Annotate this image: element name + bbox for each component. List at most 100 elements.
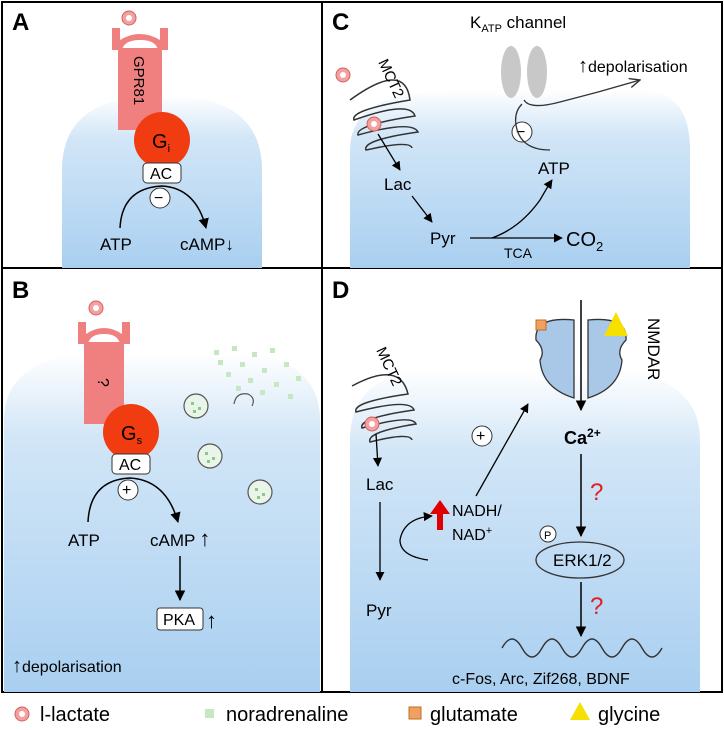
- atp-label-b: ATP: [68, 531, 100, 550]
- mct2-label-d: MCT2: [372, 345, 405, 389]
- gi-subscript: i: [168, 143, 170, 155]
- pka-up-arrow: ↑: [206, 608, 217, 633]
- receptor-question-label: ?: [94, 378, 111, 387]
- question-mark-2: ?: [590, 593, 603, 620]
- panel-c: C KATP channel ↑depolarisation − ATP MCT…: [332, 9, 690, 268]
- noradrenaline-legend-icon: [205, 709, 214, 718]
- nadh-cycle-arrow: [399, 512, 433, 561]
- panel-c-letter: C: [332, 9, 349, 36]
- mct2-transporter: [349, 79, 420, 151]
- ac-enzyme: [111, 453, 151, 475]
- panel-c-cell: [350, 90, 690, 268]
- panel-d-cell: [350, 370, 700, 692]
- svg-text:P: P: [544, 530, 551, 542]
- vesicle: [247, 479, 273, 505]
- camp-label-b: cAMP↑: [150, 526, 210, 551]
- pyr-label-c: Pyr: [430, 229, 456, 248]
- depolarisation-label-b: ↑depolarisation: [12, 655, 122, 677]
- stimulate-sign-d: [471, 425, 493, 447]
- katp-channel-right: [527, 46, 547, 98]
- svg-text:noradrenaline: noradrenaline: [226, 704, 348, 726]
- atp-label: ATP: [100, 235, 132, 254]
- inhibit-sign: [149, 187, 171, 209]
- mct2-to-lac-arrow: [377, 133, 401, 171]
- gi-label: G: [152, 131, 168, 153]
- gs-subscript: s: [137, 435, 143, 447]
- svg-text:−: −: [516, 124, 525, 141]
- svg-text:+: +: [122, 482, 131, 499]
- pka-box: [156, 607, 204, 631]
- lactate-molecule: [335, 67, 351, 83]
- nadh-to-nmdar-arrow: [475, 403, 529, 497]
- glutamate-legend-icon: [408, 706, 422, 720]
- depolarisation-label-c: ↑depolarisation: [578, 55, 688, 77]
- nad-label: NAD+: [452, 525, 492, 544]
- nadh-label: NADH/: [452, 503, 502, 520]
- erk-ellipse: [535, 541, 625, 579]
- atp-inhibit-line: [514, 103, 551, 151]
- lac-label-d: Lac: [366, 475, 394, 494]
- ac-label: AC: [150, 166, 172, 183]
- nadh-up-arrow: [430, 500, 450, 530]
- panel-a-letter: A: [12, 9, 29, 36]
- lactate-molecule: [121, 10, 137, 26]
- glycine-legend-icon: [570, 702, 590, 720]
- svg-text:−: −: [154, 190, 163, 207]
- vesicle: [183, 393, 209, 419]
- noradrenaline-cloud: [214, 346, 301, 399]
- nmdar-label: NMDAR: [644, 318, 663, 380]
- panel-b: B ? Gs AC + ATP cAMP↑ PKA ↑ ↑depolarisat…: [4, 277, 320, 692]
- question-mark-1: ?: [590, 479, 603, 506]
- mct2-transporter-d: [351, 373, 418, 443]
- legend-item-noradrenaline: noradrenaline: [205, 704, 348, 726]
- panel-a: A GPR81 Gi AC − ATP cAMP↓: [12, 9, 262, 268]
- tca-to-atp-arrow: [491, 179, 553, 239]
- svg-text:+: +: [476, 428, 485, 445]
- stimulate-sign: [117, 479, 139, 501]
- svg-text:glycine: glycine: [598, 704, 660, 726]
- lactate-molecule: [364, 416, 380, 432]
- lactate-legend-icon: [14, 706, 30, 722]
- lac-label-c: Lac: [384, 175, 412, 194]
- svg-text:Gs: Gs: [121, 423, 143, 447]
- genes-label: c-Fos, Arc, Zif268, BDNF: [452, 671, 630, 688]
- vesicle-fusion: [233, 393, 254, 407]
- lac-to-pyr-arrow: [411, 195, 433, 223]
- legend: l-lactate noradrenaline glutamate glycin…: [14, 702, 660, 726]
- svg-text:glutamate: glutamate: [430, 704, 518, 726]
- svg-text:Gi: Gi: [152, 131, 170, 155]
- legend-item-glycine: glycine: [570, 702, 660, 726]
- ac-label: AC: [119, 457, 141, 474]
- dna-strand: [501, 638, 663, 658]
- panel-d-letter: D: [332, 277, 349, 304]
- atp-label-c: ATP: [538, 159, 570, 178]
- katp-label: KATP channel: [470, 13, 566, 35]
- lactate-molecule: [366, 116, 382, 132]
- legend-item-glutamate: glutamate: [408, 704, 518, 726]
- svg-text:l-lactate: l-lactate: [40, 704, 110, 726]
- lactate-molecule: [88, 300, 104, 316]
- mct2-to-lac-arrow: [372, 433, 383, 467]
- glycine-molecule: [604, 312, 628, 336]
- pka-label: PKA: [163, 612, 195, 629]
- gs-protein: [103, 404, 159, 460]
- panel-d: D NMDAR Ca2+ ? P ERK1/2 ? c-Fos, Arc, Zi…: [332, 277, 700, 692]
- glutamate-molecule: [535, 319, 547, 331]
- legend-item-lactate: l-lactate: [14, 704, 110, 726]
- panel-b-letter: B: [12, 277, 29, 304]
- panel-b-cell: [4, 352, 320, 692]
- tca-label: TCA: [504, 245, 533, 261]
- erk-label: ERK1/2: [553, 551, 612, 570]
- gi-protein: [134, 112, 190, 168]
- co2-label: CO2: [566, 229, 603, 254]
- pyr-label-d: Pyr: [366, 601, 392, 620]
- phospho-group: [539, 525, 557, 543]
- nmdar-receptor: [535, 318, 627, 399]
- gpr81-receptor: GPR81: [112, 28, 168, 130]
- gs-label: G: [121, 423, 137, 445]
- vesicle: [197, 443, 223, 469]
- katp-channel-left: [501, 46, 521, 98]
- mct2-label: MCT2: [374, 57, 407, 101]
- camp-label: cAMP↓: [180, 235, 234, 254]
